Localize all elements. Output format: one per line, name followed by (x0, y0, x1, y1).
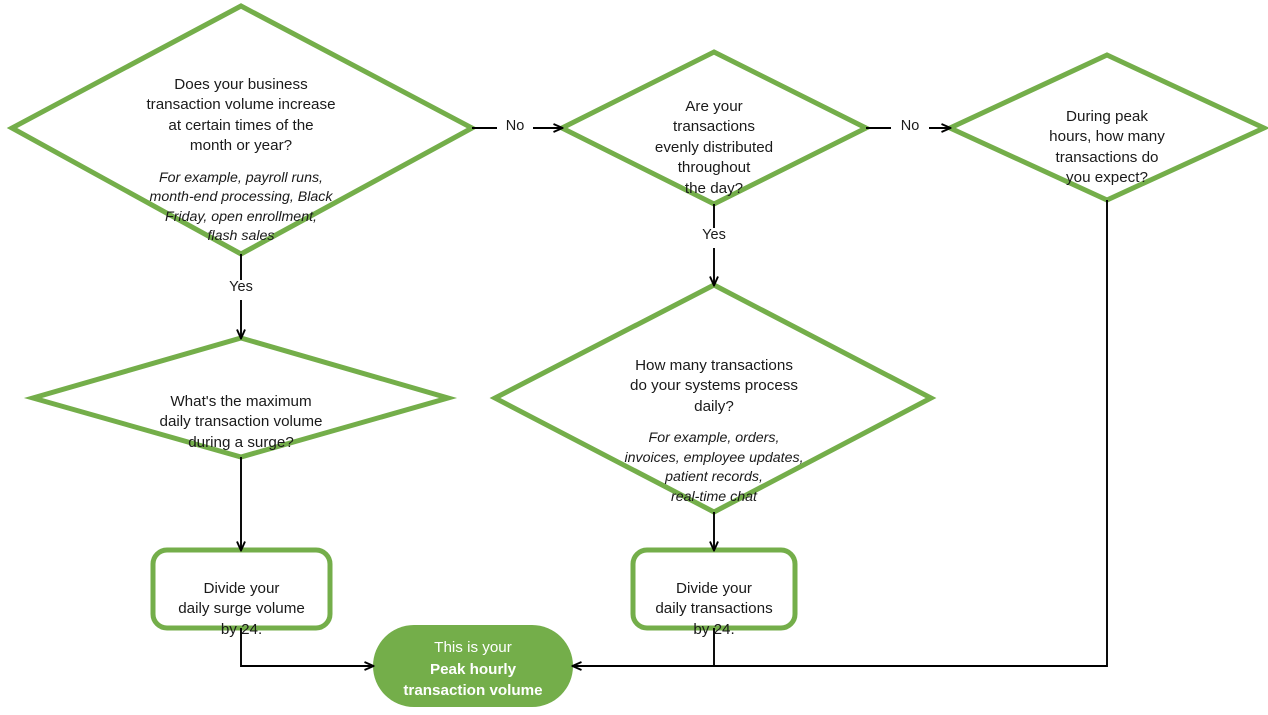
label-action-divide-daily: Divide your daily transactions by 24. (633, 558, 795, 640)
edge-label-yes-2: Yes (702, 227, 726, 243)
edge-label-no-1: No (505, 118, 525, 134)
label-result-lead: This is your (434, 639, 512, 656)
diamond-q-daily-volume[interactable] (489, 282, 937, 515)
connector-divide-surge-to-result (240, 628, 373, 666)
diamond-q-seasonality[interactable] (6, 3, 478, 257)
edge-label-yes-1: Yes (229, 279, 253, 295)
diamond-q-max-surge[interactable] (23, 335, 458, 460)
connector-peak-hours-to-result (573, 200, 1108, 666)
label-action-divide-surge: Divide your daily surge volume by 24. (153, 558, 330, 640)
label-result-peak-hourly: This is your Peak hourly transaction vol… (373, 637, 573, 702)
label-action-divide-daily-title: Divide your daily transactions by 24. (655, 579, 773, 638)
pill-result-peak-hourly[interactable] (373, 625, 573, 707)
label-result-title: Peak hourly transaction volume (403, 660, 543, 700)
diamond-q-peak-hours[interactable] (944, 52, 1268, 203)
label-action-divide-surge-title: Divide your daily surge volume by 24. (178, 579, 305, 638)
edge-label-no-2: No (900, 118, 920, 134)
diamond-q-even-distribution[interactable] (556, 49, 872, 207)
